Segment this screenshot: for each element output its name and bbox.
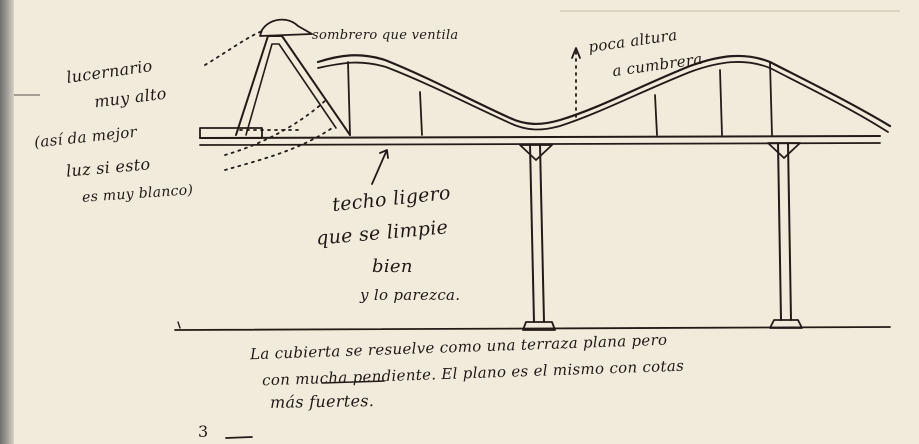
caption-line-3: más fuertes. — [269, 391, 375, 412]
page-mark-dash — [225, 436, 253, 439]
roof-post — [654, 94, 658, 136]
vent-cap — [259, 18, 313, 37]
skylight-frame-inner — [245, 43, 337, 136]
vent-note: sombrero que ventila — [312, 28, 459, 43]
column-left-capital — [519, 144, 553, 161]
roof-note-4: y lo parezca. — [360, 286, 461, 304]
roof-post — [347, 61, 351, 136]
column-left-base — [522, 321, 556, 331]
roof-note-3: bien — [372, 256, 413, 277]
mucha-underline — [321, 380, 385, 384]
column-right-capital — [767, 142, 801, 159]
leader-skylight-2 — [224, 127, 333, 171]
techo-arrow — [371, 149, 389, 185]
ground-line — [174, 326, 891, 331]
paper-sheet — [14, 0, 919, 444]
page-edge-shadow — [0, 0, 14, 444]
column-right — [777, 142, 792, 321]
main-beam — [199, 135, 881, 139]
roof-post — [419, 91, 423, 136]
height-arrow — [571, 47, 581, 59]
leader-skylight — [224, 97, 329, 156]
page-number: 3 — [198, 422, 209, 441]
roof-post — [769, 62, 773, 136]
column-left — [529, 144, 545, 323]
ground-tick — [177, 321, 181, 329]
roof-post — [719, 69, 723, 136]
roof-upper-profile — [316, 54, 892, 128]
skylight-frame — [235, 35, 351, 136]
leader-vent — [204, 29, 266, 66]
skylight-ledge — [199, 127, 263, 139]
roof-lower-profile — [317, 61, 889, 133]
